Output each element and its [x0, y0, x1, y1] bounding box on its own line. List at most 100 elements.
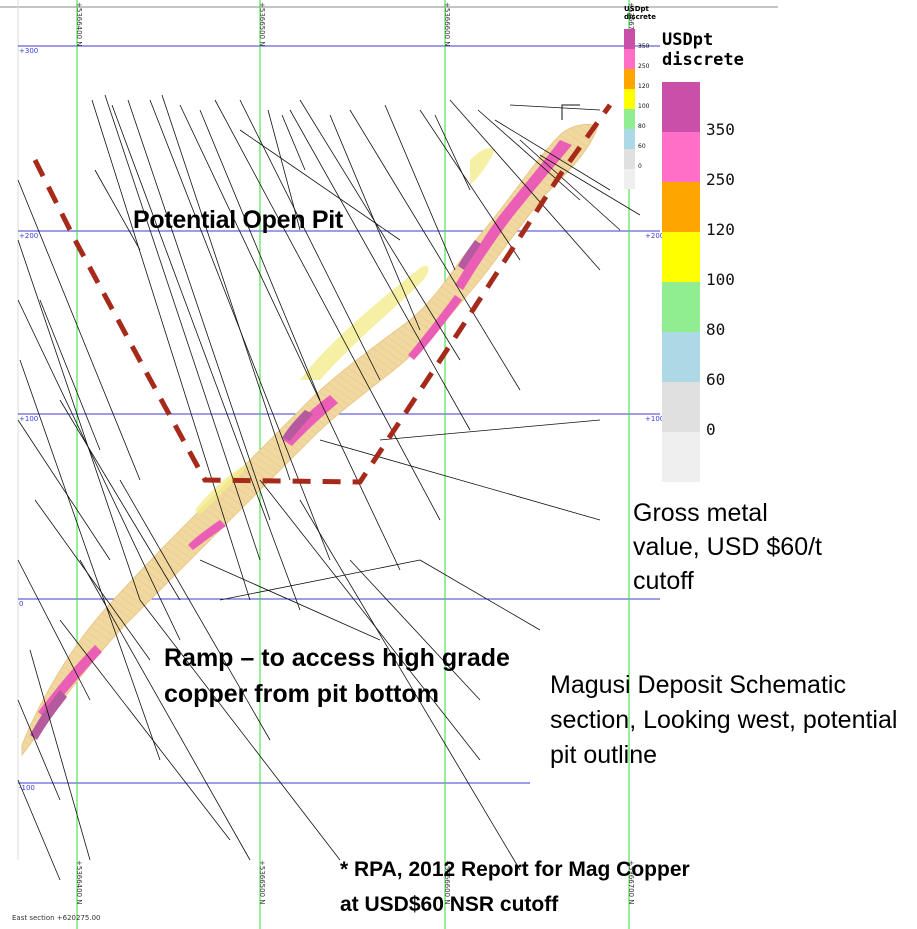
drill-hole-trace: [111, 104, 301, 611]
legend-label: 350: [706, 120, 735, 139]
legend-swatch: [662, 82, 700, 132]
drill-hole-trace: [94, 169, 141, 251]
drill-hole-trace: [79, 559, 251, 861]
drill-hole-trace: [519, 139, 621, 231]
northing-label-1: +5366400 N: [75, 2, 83, 47]
drill-hole-trace: [449, 99, 601, 271]
drill-hole-trace: [349, 109, 521, 391]
pit-outline: [32, 103, 613, 485]
legend-label: 250: [706, 170, 735, 189]
level-label-200-right: +200: [645, 232, 665, 240]
gross-value-label: Gross metal value, USD $60/t cutoff: [633, 499, 822, 595]
east-section-label: East section +620275.00: [12, 914, 101, 922]
small-legend-swatch: [624, 169, 635, 189]
drill-hole-trace: [119, 479, 271, 741]
level-label-100: +100: [19, 415, 39, 423]
drill-hole-trace: [239, 99, 381, 381]
drill-hole-trace: [19, 359, 161, 761]
drill-hole-trace: [17, 699, 61, 801]
legend-label: 0: [706, 420, 716, 439]
drill-hole-trace: [214, 99, 441, 521]
legend-swatch: [662, 182, 700, 232]
northing-label-3: +5366600 N: [443, 2, 451, 47]
small-legend-label: 0: [638, 163, 642, 170]
legend-title-2: discrete: [662, 50, 744, 70]
legend-swatch: [662, 232, 700, 282]
source-line-2: at USD$60 NSR cutoff: [340, 893, 559, 916]
legend-swatch: [662, 332, 700, 382]
drill-hole-trace: [127, 99, 271, 521]
section-frame: [0, 0, 778, 860]
legend: USDpt discrete 350 250 120 100 80 60 0: [662, 30, 762, 490]
drill-hole-trace: [434, 114, 471, 191]
drill-hole-trace: [419, 559, 541, 631]
drill-hole-trace: [179, 104, 401, 571]
legend-label: 100: [706, 270, 735, 289]
small-legend-swatch: [624, 89, 635, 109]
drill-hole-trace: [349, 559, 481, 701]
drill-hole-trace: [17, 299, 181, 641]
legend-label: 60: [706, 370, 726, 389]
collar-marker: [561, 104, 580, 120]
small-legend-label: 100: [638, 103, 650, 110]
small-legend-title-1: USDpt: [624, 5, 649, 13]
drill-hole-trace: [419, 109, 521, 261]
drill-hole-trace: [494, 119, 611, 191]
drill-hole-trace: [161, 94, 291, 481]
small-legend-swatch: [624, 149, 635, 169]
drill-hole-trace: [281, 114, 306, 171]
legend-swatch: [662, 382, 700, 432]
drill-hole-trace: [379, 419, 601, 441]
small-legend-swatch: [624, 129, 635, 149]
drill-hole-trace: [267, 109, 301, 231]
drill-hole-trace: [17, 779, 61, 881]
drill-hole-trace: [104, 94, 261, 561]
open-pit-label: Potential Open Pit: [133, 206, 343, 234]
high-grade-zone-upper: [455, 140, 572, 290]
northing-label-2-bottom: +5366500 N: [258, 860, 266, 905]
small-legend-label: 350: [638, 43, 650, 50]
level-label-100-right: +100: [645, 415, 665, 423]
drill-hole-trace: [199, 559, 381, 641]
small-legend-swatch: [624, 69, 635, 89]
legend-label: 80: [706, 320, 726, 339]
small-legend-label: 80: [638, 123, 646, 130]
legend-title-1: USDpt: [662, 30, 714, 50]
northing-label-1-bottom: +5366400 N: [75, 860, 83, 905]
level-label-200: +200: [19, 232, 39, 240]
small-legend-title-2: discrete: [624, 13, 657, 21]
level-label-m100: -100: [19, 784, 35, 792]
drill-hole-trace: [59, 399, 181, 601]
very-high-grade-zone-mid: [282, 410, 313, 441]
drill-hole-trace: [17, 419, 111, 561]
drill-hole-trace: [384, 104, 456, 271]
source-line-1: * RPA, 2012 Report for Mag Copper: [340, 858, 690, 881]
drill-hole-trace: [91, 99, 251, 601]
drill-hole-trace: [299, 499, 521, 871]
drill-hole-trace: [319, 439, 601, 521]
legend-swatch: [662, 132, 700, 182]
orebody-yellow-halo: [195, 148, 495, 515]
high-grade-zone-shallow: [283, 395, 338, 446]
drill-hole-trace: [239, 129, 401, 241]
drill-hole-trace: [34, 499, 151, 661]
very-high-grade-zone-upper: [458, 240, 481, 270]
small-legend-label: 120: [638, 83, 650, 90]
small-legend-swatch: [624, 109, 635, 129]
level-label-300: +300: [19, 47, 39, 55]
drill-hole-trace: [59, 619, 231, 841]
drill-hole-trace: [17, 179, 141, 481]
ramp-label: Ramp – to access high grade copper from …: [164, 644, 510, 708]
drill-hole-trace: [299, 99, 461, 361]
drill-hole-trace: [29, 649, 91, 861]
small-legend-swatch: [624, 49, 635, 69]
drill-hole-trace: [477, 109, 581, 201]
drill-hole-trace: [219, 559, 421, 601]
high-grade-zone-lower: [188, 520, 226, 550]
legend-label: 120: [706, 220, 735, 239]
small-legend-label: 60: [638, 143, 646, 150]
small-legend-swatch: [624, 29, 635, 49]
drill-hole-trace: [17, 239, 141, 601]
